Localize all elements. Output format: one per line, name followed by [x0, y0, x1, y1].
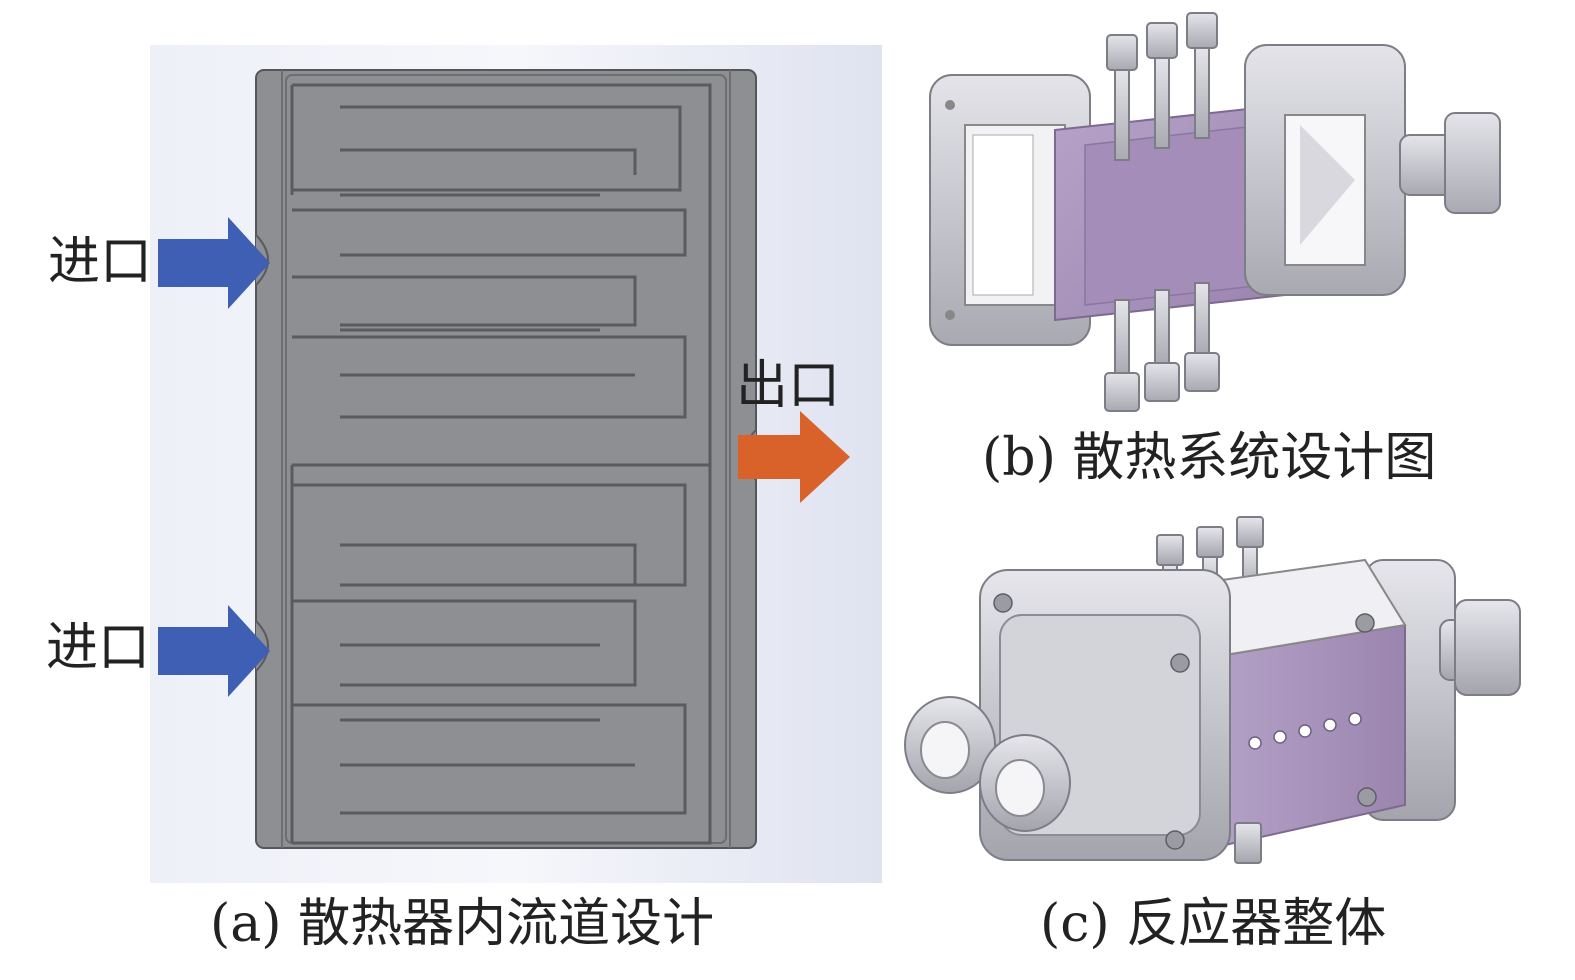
- reactor-purple-body: [1224, 623, 1406, 847]
- caption-c: (c) 反应器整体: [1040, 894, 1387, 954]
- flow-channels: [290, 83, 712, 845]
- outlet-arrow: [738, 411, 850, 503]
- outlet-label: 出口: [736, 356, 841, 416]
- inlet-label-top: 进口: [48, 232, 153, 292]
- top-pipes: [1106, 12, 1218, 161]
- flange-bolts: [993, 593, 1377, 850]
- heat-sink-channel-diagram: [150, 45, 882, 883]
- reactor-assembly-render: [904, 516, 1521, 864]
- bottom-pipes: [1104, 282, 1220, 412]
- caption-b: (b) 散热系统设计图: [982, 428, 1437, 488]
- reactor-view-holes: [1248, 712, 1362, 750]
- inlet-arrow-top: [158, 217, 270, 309]
- perforated-plate: [972, 134, 1034, 296]
- inlet-arrow-bottom: [158, 605, 270, 697]
- inlet-label-bottom: 进口: [46, 618, 151, 678]
- heat-dissipation-system-render: [929, 12, 1501, 412]
- caption-a: (a) 散热器内流道设计: [210, 894, 715, 954]
- front-fittings: [904, 696, 1071, 832]
- right-hex-fitting: [1454, 599, 1521, 696]
